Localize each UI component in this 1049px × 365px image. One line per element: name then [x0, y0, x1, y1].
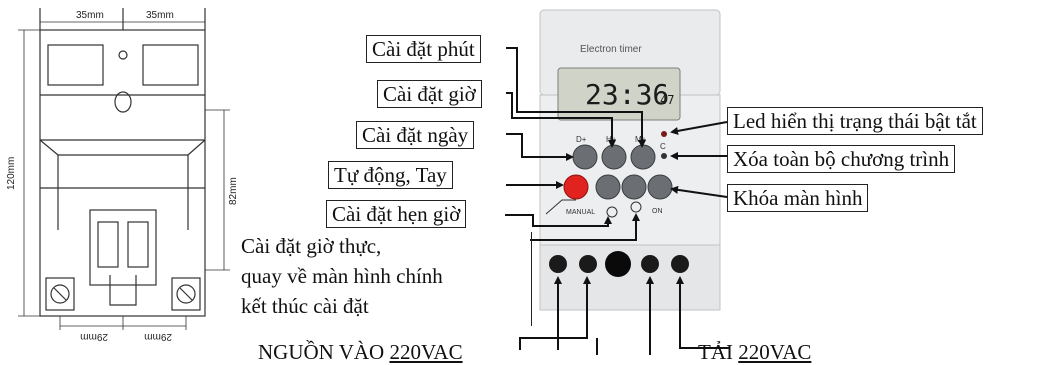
realtime-line-3: kết thúc cài đặt: [241, 294, 369, 318]
onoff-label: ON: [652, 208, 663, 215]
dim-bottom-left: 29mm: [80, 331, 108, 342]
label-set-minute: Cài đặt phút: [366, 35, 481, 63]
device-display: 23:36: [585, 78, 669, 111]
device-brand: Electron timer: [580, 44, 642, 55]
label-auto-manual: Tự động, Tay: [328, 161, 453, 189]
dim-top-left: 35mm: [76, 10, 104, 21]
callout-arrows: [505, 47, 730, 355]
btn-clear-label: C: [660, 142, 666, 151]
label-load: TẢI 220VAC: [698, 340, 811, 364]
label-lock: Khóa màn hình: [727, 184, 869, 212]
dimension-drawing: [18, 8, 230, 330]
label-power-in: NGUỒN VÀO 220VAC: [258, 340, 463, 364]
realtime-line-2: quay về màn hình chính: [241, 264, 443, 288]
label-set-timer: Cài đặt hẹn giờ: [326, 200, 467, 228]
dim-top-right: 35mm: [146, 10, 174, 21]
manual-label: MANUAL: [566, 209, 595, 216]
load-value: 220VAC: [738, 340, 812, 364]
timer-device: [539, 9, 721, 311]
label-clear: Xóa toàn bộ chương trình: [727, 145, 956, 173]
btn-minute-label: M+: [635, 135, 647, 144]
label-led: Led hiển thị trạng thái bật tắt: [727, 107, 983, 135]
btn-day-label: D+: [576, 135, 587, 144]
power-in-prefix: NGUỒN VÀO: [258, 340, 390, 364]
dim-right-height: 82mm: [228, 177, 239, 205]
dim-left-height: 120mm: [6, 157, 17, 190]
label-realtime: Cài đặt giờ thực, quay về màn hình chính…: [237, 232, 532, 326]
dim-bottom-right: 29mm: [144, 331, 172, 342]
label-set-hour: Cài đặt giờ: [377, 80, 482, 108]
power-in-value: 220VAC: [389, 340, 463, 364]
realtime-line-1: Cài đặt giờ thực,: [241, 234, 382, 258]
label-set-day: Cài đặt ngày: [356, 121, 475, 149]
device-display-seconds: 47: [660, 93, 674, 107]
load-prefix: TẢI: [698, 340, 739, 364]
